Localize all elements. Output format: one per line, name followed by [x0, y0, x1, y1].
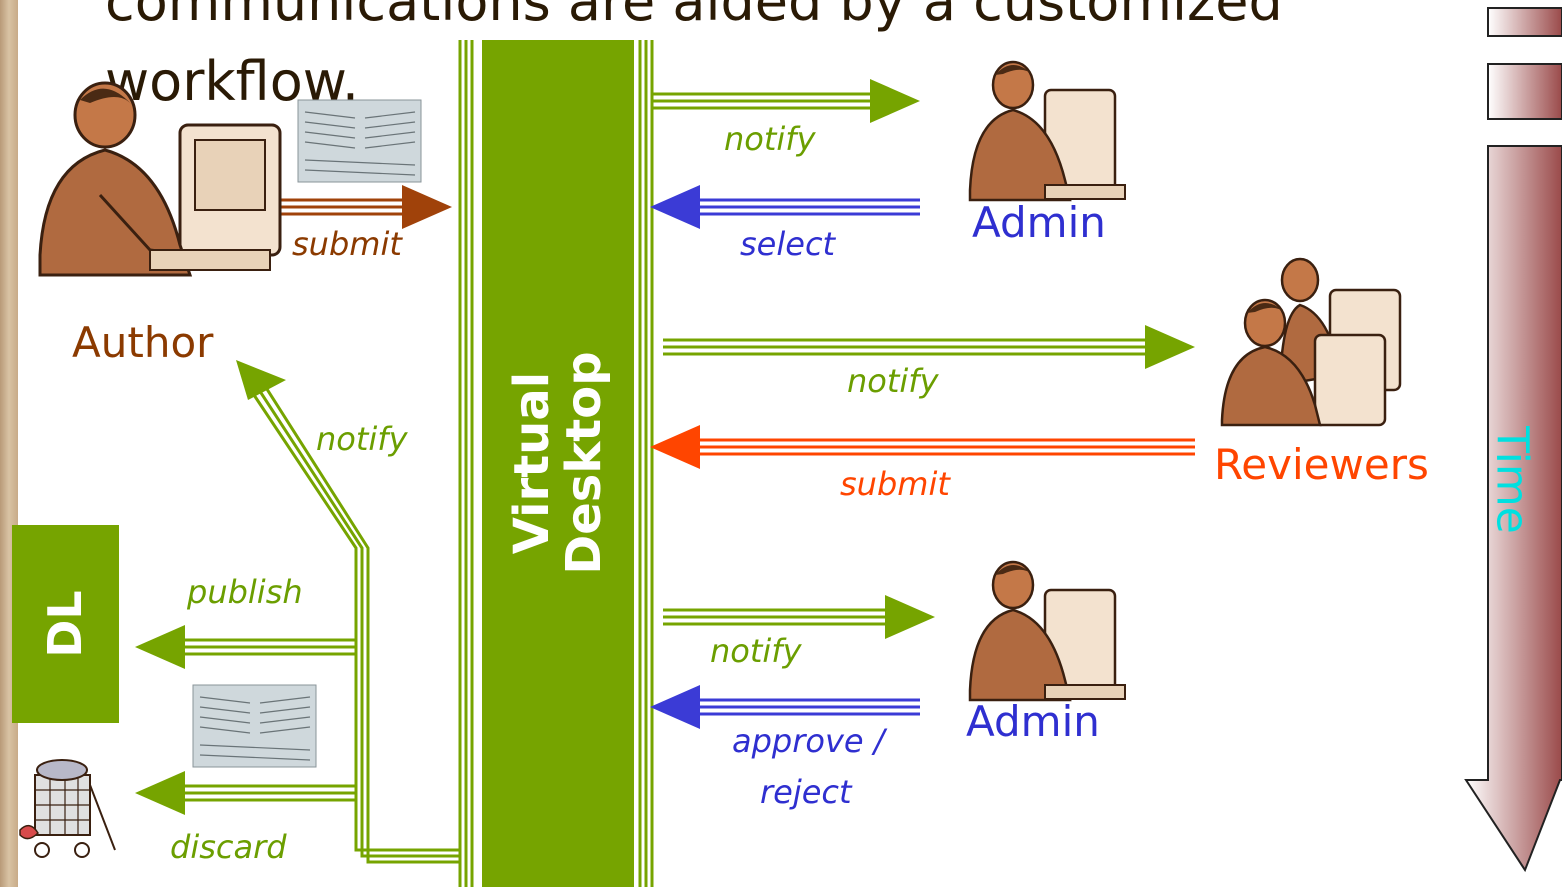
time-arrow [1464, 7, 1562, 873]
admin-select-label: select [740, 225, 836, 263]
admin-notify-arrow [652, 79, 920, 123]
author-person-computer-icon [38, 81, 282, 277]
trash-cart-icon [19, 759, 116, 858]
left-bus-lines [244, 374, 460, 864]
reviewers-people-computers-icon [1220, 257, 1402, 427]
admin-select-arrow [650, 185, 920, 229]
publish-arrow [135, 625, 356, 669]
reviewers-notify-arrow [663, 325, 1195, 369]
document-photo-icon-top [297, 99, 422, 183]
admin2-notify-label: notify [710, 632, 802, 670]
time-main-arrow [1464, 145, 1562, 873]
admin2-approve-label-line1: approve / [732, 722, 885, 760]
admin-bottom-label: Admin [966, 697, 1100, 746]
dl-box [12, 525, 119, 723]
time-label: Time [1486, 426, 1538, 534]
admin-top-label: Admin [972, 198, 1106, 247]
reviewers-label: Reviewers [1214, 440, 1429, 489]
admin2-approve-label-line2: reject [760, 773, 852, 811]
slide-title: communications are aided by a customized… [105, 0, 1283, 122]
dl-publish-label: publish [187, 573, 303, 611]
author-submit-arrow [270, 185, 452, 229]
time-block-2 [1487, 63, 1562, 120]
admin-bottom-person-computer-icon [968, 560, 1126, 702]
admin-top-person-computer-icon [968, 60, 1126, 202]
reviewers-submit-label: submit [840, 465, 950, 503]
trash-discard-label: discard [170, 828, 287, 866]
admin2-approve-arrow [650, 685, 920, 729]
author-label: Author [72, 318, 214, 367]
discard-arrow [135, 771, 356, 815]
author-notify-arrowhead [236, 360, 286, 400]
reviewers-notify-label: notify [847, 362, 939, 400]
reviewers-submit-arrow [650, 425, 1195, 469]
author-notify-label: notify [316, 420, 408, 458]
time-block-1 [1487, 7, 1562, 37]
title-line-1: communications are aided by a customized [105, 0, 1283, 33]
document-photo-icon-bottom [192, 684, 317, 768]
hub-bus-lines [458, 40, 654, 887]
admin-notify-label: notify [724, 120, 816, 158]
virtual-desktop-box [482, 40, 634, 887]
admin2-notify-arrow [663, 595, 935, 639]
author-submit-label: submit [292, 225, 402, 263]
